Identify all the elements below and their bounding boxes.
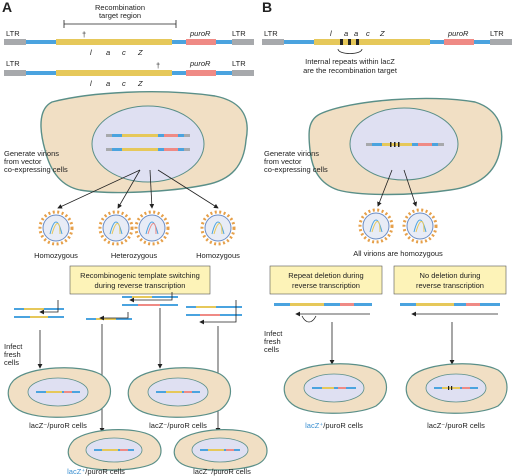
virion — [98, 210, 134, 246]
panel-b-letter: B — [262, 0, 272, 15]
rt-strand-group — [122, 292, 178, 306]
lacz-z: Z — [137, 79, 143, 88]
puror-label: puroR — [189, 59, 211, 68]
cell-label-lacz-minus-2: lacZ⁻/puroR cells — [149, 421, 207, 430]
recomb-region-label-2: target region — [99, 11, 141, 20]
ltr-label: LTR — [264, 29, 278, 38]
target-cell — [405, 363, 508, 414]
panel-a-letter: A — [2, 0, 12, 15]
infect-b-3: cells — [264, 345, 279, 354]
virion — [200, 210, 236, 246]
lacz-l: l — [90, 48, 92, 57]
rt-strand-group — [14, 300, 64, 318]
dagger-mark: † — [156, 61, 160, 70]
lacz-l: l — [330, 29, 332, 38]
cell-label-lacz-plus-a: lacZ⁺/puroR cells — [67, 467, 125, 476]
virion — [38, 210, 74, 246]
no-deletion-box — [393, 265, 507, 295]
internal-repeat-brace — [337, 48, 363, 54]
target-cell — [173, 429, 268, 471]
cell-label-lacz-minus-3: lacZ⁻/puroR cells — [193, 467, 251, 476]
template-switching-line2: during reverse transcription — [95, 281, 186, 290]
infect-b-1: Infect — [264, 329, 283, 338]
lacz-z: Z — [137, 48, 143, 57]
lacz-plus-text: lacZ⁺ — [305, 421, 323, 430]
arrow — [157, 169, 219, 209]
target-cell — [7, 367, 112, 418]
internal-repeat-line1: Internal repeats within lacZ — [305, 57, 395, 66]
repeat-deletion-line2: reverse transcription — [292, 281, 360, 290]
ltr-label: LTR — [6, 59, 20, 68]
nucleus-b-construct — [366, 142, 444, 147]
repeat-deletion-box — [269, 265, 383, 295]
generate-a-3: co-expressing cells — [4, 165, 68, 174]
arrow — [149, 169, 155, 209]
virion — [402, 208, 438, 244]
ltr-label: LTR — [232, 59, 246, 68]
lacz-a: a — [354, 29, 358, 38]
no-deletion-line2: reverse transcription — [416, 281, 484, 290]
repeat-deletion-line1: Repeat deletion during — [288, 271, 363, 280]
generate-b-2: from vector — [264, 157, 302, 166]
rt-strand-group — [86, 312, 132, 321]
lacz-a: a — [106, 79, 110, 88]
generate-b-1: Generate virions — [264, 149, 319, 158]
construct-a1: LTR LTR † l a c Z puroR — [4, 29, 254, 57]
puror-cells-text: /puroR cells — [323, 421, 363, 430]
lacz-z: Z — [379, 29, 385, 38]
lacz-c: c — [122, 79, 126, 88]
arrow — [377, 169, 393, 207]
infect-b-2: fresh — [264, 337, 281, 346]
dagger-mark: † — [82, 30, 86, 39]
internal-repeat-line2: are the recombination target — [303, 66, 398, 75]
virion — [358, 208, 394, 244]
nucleus-a — [91, 105, 205, 183]
puror-cells-text: /puroR cells — [85, 467, 125, 476]
target-cell — [127, 367, 232, 418]
rt-strand-no-deletion — [400, 303, 500, 317]
template-switching-line1: Recombinogenic template switching — [80, 271, 200, 280]
rt-strand-group — [186, 300, 242, 325]
nucleus-a-constructs — [106, 134, 190, 151]
template-switching-box — [69, 265, 211, 295]
puror-label: puroR — [189, 29, 211, 38]
lacz-plus-text: lacZ⁺ — [67, 467, 85, 476]
virion-label-heterozygous: Heterozygous — [111, 251, 158, 260]
all-homozygous-label: All virions are homozygous — [353, 249, 443, 258]
generate-b-3: co-expressing cells — [264, 165, 328, 174]
lacz-l: l — [90, 79, 92, 88]
arrow — [117, 169, 141, 209]
ltr-label: LTR — [232, 29, 246, 38]
virion — [134, 210, 170, 246]
target-cell — [283, 363, 388, 414]
target-cell — [67, 429, 162, 471]
virion-label-homozygous-2: Homozygous — [196, 251, 240, 260]
construct-a2: LTR LTR † l a c Z puroR — [4, 59, 254, 88]
infect-a-2: fresh — [4, 350, 21, 359]
lacz-c: c — [366, 29, 370, 38]
no-deletion-line1: No deletion during — [420, 271, 481, 280]
generate-a-2: from vector — [4, 157, 42, 166]
infect-a-1: Infect — [4, 342, 23, 351]
cell-label-lacz-minus-1: lacZ⁻/puroR cells — [29, 421, 87, 430]
arrow — [403, 169, 418, 207]
lacz-c: c — [122, 48, 126, 57]
infect-a-3: cells — [4, 358, 19, 367]
virion-label-homozygous-1: Homozygous — [34, 251, 78, 260]
lacz-a: a — [106, 48, 110, 57]
cell-label-lacz-plus-b: lacZ⁺/puroR cells — [305, 421, 363, 430]
puror-label: puroR — [447, 29, 469, 38]
ltr-label: LTR — [490, 29, 504, 38]
construct-b: LTR LTR l a a c Z puroR — [262, 29, 512, 45]
generate-a-1: Generate virions — [4, 149, 59, 158]
cell-label-lacz-minus-b: lacZ⁻/puroR cells — [427, 421, 485, 430]
arrow — [57, 169, 141, 209]
recomb-region-label-1: Recombination — [95, 3, 145, 12]
rt-strand-deletion — [274, 303, 372, 323]
lacz-a: a — [344, 29, 348, 38]
ltr-label: LTR — [6, 29, 20, 38]
